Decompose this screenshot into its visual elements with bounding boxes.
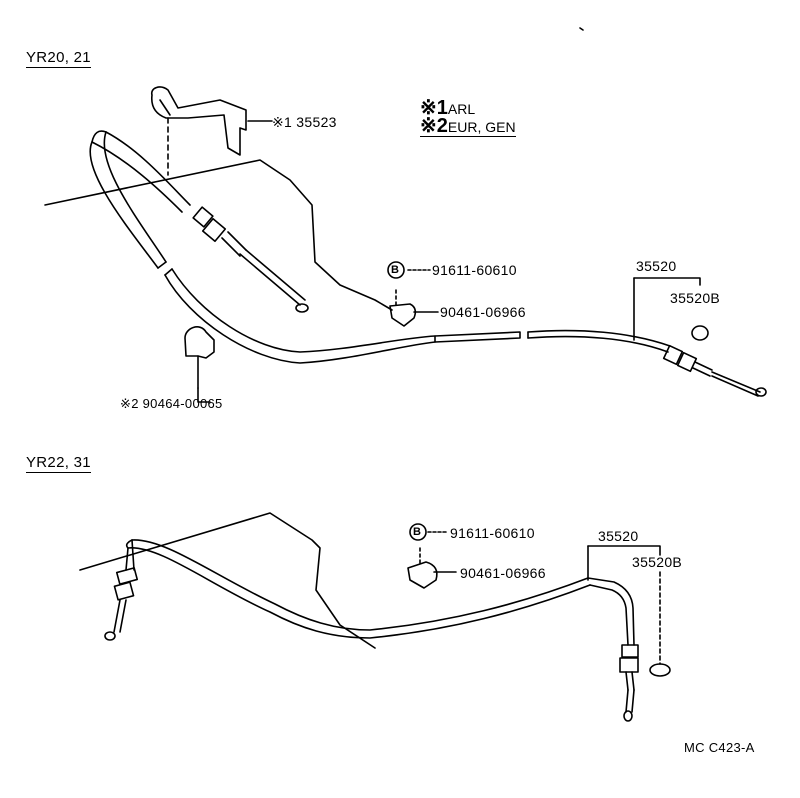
bolt-badge-bottom-text: B (413, 526, 422, 538)
parking-brake-cable-top (89, 130, 671, 364)
ring-35520B-top (691, 325, 709, 341)
part-label-clamp-top: 90461-06966 (440, 304, 526, 320)
body-panel-outline-top (44, 159, 393, 311)
bracket-35523 (150, 86, 247, 176)
section-title-bottom: YR22, 31 (26, 454, 91, 473)
bolt-badge-bottom (409, 523, 427, 541)
clamp-bottom (407, 547, 438, 589)
parking-brake-cable-bottom (125, 539, 635, 646)
part-label-cable-bottom: 35520 (598, 528, 639, 544)
body-panel-outline-bottom (79, 512, 376, 649)
legend-note-2: ※2EUR, GEN (420, 115, 516, 137)
part-label-clamp-bottom: 90461-06966 (460, 565, 546, 581)
part-label-bolt-bottom: 91611-60610 (450, 525, 535, 541)
part-label-ring-bottom: 35520B (632, 554, 683, 570)
diagram-code: MC C423-A (684, 740, 755, 755)
legend-notes: ※1ARL ※2EUR, GEN (420, 97, 516, 137)
part-label-bolt-top: 91611-60610 (432, 262, 517, 278)
clamp-top (389, 289, 417, 327)
legend-note-1: ※1ARL (420, 97, 476, 119)
part-label-clip: ※2 90464-00065 (120, 396, 223, 411)
part-label-ring-top: 35520B (670, 290, 721, 306)
ring-35520B-bottom (649, 663, 671, 677)
section-title-top: YR20, 21 (26, 49, 91, 68)
cable-end-fitting-right-top (662, 344, 767, 397)
bolt-badge-top-text: B (391, 264, 400, 276)
cable-end-fitting-upper-top (192, 206, 309, 313)
clip-90464 (184, 326, 215, 389)
cable-end-fitting-left-bottom (104, 567, 139, 641)
cable-end-fitting-right-bottom (619, 644, 639, 722)
part-label-cable-top: 35520 (636, 258, 677, 274)
bolt-badge-top (387, 261, 405, 279)
part-label-bracket: ※1 35523 (272, 114, 337, 130)
